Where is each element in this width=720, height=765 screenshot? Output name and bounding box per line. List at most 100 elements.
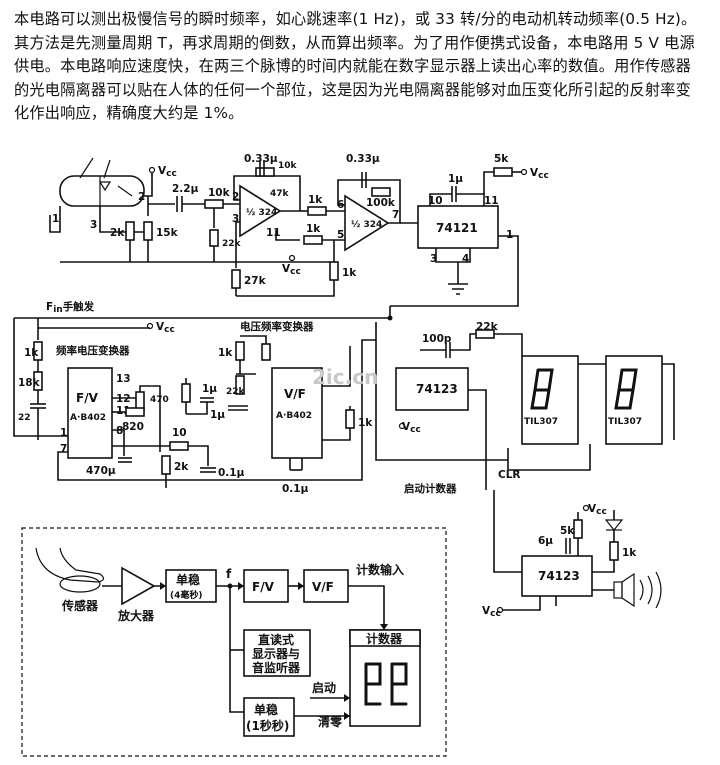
block-diagram-frame xyxy=(21,527,447,757)
vf-block-label: V/F xyxy=(312,580,334,594)
cap-1u-label: 1μ xyxy=(448,173,463,185)
resistor-100k xyxy=(371,187,391,197)
resistor-vf-top xyxy=(261,343,271,361)
fv-pin-12: 12 xyxy=(116,393,131,405)
r-22k-label: 22k xyxy=(222,239,242,249)
resistor-2k-mid xyxy=(161,455,171,475)
r-2k-mid-label: 2k xyxy=(174,461,189,473)
description-paragraph: 本电路可以测出极慢信号的瞬时频率，如心跳速率(1 Hz)，或 33 转/分的电动… xyxy=(14,10,697,122)
cap-100p-label: 100p xyxy=(422,333,452,345)
resistor-1k-b xyxy=(303,235,323,245)
r-100k-label: 100k xyxy=(366,197,396,209)
resistor-2k xyxy=(125,221,135,241)
r-1k-vf-out-label: 1k xyxy=(358,417,373,429)
display-line-3: 音监听器 xyxy=(252,660,301,675)
ic-74121-label: 74121 xyxy=(436,221,478,235)
mono-4ms-title: 单稳 xyxy=(176,572,200,587)
mono-1s-block xyxy=(243,697,295,737)
vcc-label-6: Vcc xyxy=(588,503,607,517)
f-mark: f xyxy=(226,567,232,581)
vf-chip xyxy=(271,367,323,459)
opamp1-pin11: 11 xyxy=(266,227,281,239)
start-counter-label: 启动计数器 xyxy=(404,482,457,495)
r-820-label: 820 xyxy=(122,421,144,433)
cap-01u-label: 0.1μ xyxy=(218,467,245,479)
ic74121-pin4: 4 xyxy=(462,253,469,265)
opamp-2 xyxy=(344,194,390,252)
resistor-5k-bottom xyxy=(573,519,583,539)
resistor-820 xyxy=(125,407,145,417)
photo-sensor xyxy=(59,157,145,207)
fv-chip-label: F/V xyxy=(76,391,99,405)
resistor-22k xyxy=(209,229,219,247)
r-1k-led-label: 1k xyxy=(622,547,637,559)
opamp2-pin7: 7 xyxy=(392,209,399,221)
ic-74123-mid xyxy=(395,367,469,411)
vcc-label-4: Vcc xyxy=(156,321,175,335)
clear-label: 清零 xyxy=(318,714,343,729)
resistor-10k-in xyxy=(204,199,224,209)
til307-2-label: TIL307 xyxy=(608,417,642,427)
r-10k-label: 10k xyxy=(208,187,231,199)
resistor-27k xyxy=(231,269,241,289)
counter-label: 计数器 xyxy=(366,631,403,646)
ic-74121 xyxy=(417,205,499,249)
mono-1s-title: 单稳 xyxy=(254,702,278,717)
amplifier-label: 放大器 xyxy=(117,608,155,623)
ic74121-pin1: 1 xyxy=(506,229,513,241)
display-line-2: 显示器与 xyxy=(252,647,300,661)
resistor-5k xyxy=(493,167,513,177)
opamp-1-label: ½ 324 xyxy=(246,207,277,218)
vf-converter-title: 电压频率变换器 xyxy=(240,320,314,333)
resistor-1k-vf-out xyxy=(345,409,355,429)
vcc-label-5: Vcc xyxy=(402,421,421,435)
cap-033-a-label: 0.33μ xyxy=(244,153,278,165)
r-22k-vf-label: 22k xyxy=(226,387,246,397)
resistor-15k xyxy=(143,221,153,241)
fv-chip xyxy=(67,367,113,459)
r-5k-bottom-label: 5k xyxy=(560,525,575,537)
opamp2-pin5: 5 xyxy=(337,229,344,241)
r-1k-c-label: 1k xyxy=(342,267,357,279)
pin-3: 2 xyxy=(138,191,145,203)
resistor-10 xyxy=(169,441,189,451)
r-1k-a-label: 1k xyxy=(308,194,323,206)
amplifier-triangle xyxy=(121,566,156,606)
ic-74123-bottom-label: 74123 xyxy=(538,569,580,583)
fv-pin-13: 13 xyxy=(116,373,131,385)
r-18k-label: 18k xyxy=(18,377,41,389)
pin-2: 1 xyxy=(52,213,59,225)
cap-1u-b-label: 1μ xyxy=(210,409,225,421)
r-1k-b-label: 1k xyxy=(306,223,321,235)
counter-digits-icon xyxy=(364,662,408,706)
ic74121-pin3: 3 xyxy=(430,253,437,265)
opamp-2-label: ½ 324 xyxy=(351,219,382,230)
resistor-1k-c xyxy=(329,261,339,281)
resistor-10k-fb xyxy=(255,167,275,177)
r-470-label: 470 xyxy=(150,395,169,405)
r-5k-label: 5k xyxy=(494,153,509,165)
watermark: 2ic.cn xyxy=(312,365,378,389)
fv-block xyxy=(243,569,289,603)
sensor-finger-icon xyxy=(35,547,105,593)
resistor-1k-vf xyxy=(235,341,245,361)
ic-74123-bottom xyxy=(521,555,593,597)
f-in-manual-trigger: Fin手触发 xyxy=(46,300,95,315)
vcc-label-7: Vcc xyxy=(482,605,501,619)
cap-1u-a-label: 1μ xyxy=(202,383,217,395)
r-1k-vf-label: 1k xyxy=(218,347,233,359)
sensor-label: 传感器 xyxy=(61,598,99,613)
r-27k-label: 27k xyxy=(244,275,267,287)
led-icon xyxy=(604,519,624,531)
r-10k-fb-label: 10k xyxy=(278,161,298,171)
svg-text:Vcc: Vcc xyxy=(158,165,177,179)
r-47k-label: 47k xyxy=(270,189,290,199)
cap-6u-label: 6μ xyxy=(538,535,553,547)
fv-converter-title: 频率电压变换器 xyxy=(56,344,130,357)
cap-22-label: 22 xyxy=(18,413,31,423)
clr-label: CLR xyxy=(498,469,520,481)
opamp1-pin2: 2 xyxy=(232,191,239,203)
resistor-22k-vf xyxy=(235,375,245,395)
mono-4ms-sub: (4毫秒) xyxy=(170,589,203,601)
